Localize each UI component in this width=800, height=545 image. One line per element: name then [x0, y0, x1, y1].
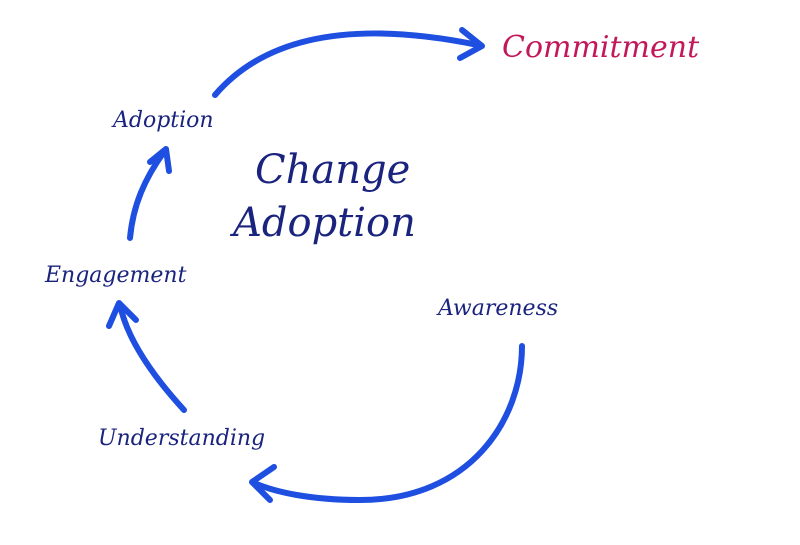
arrowhead — [106, 300, 139, 329]
stage-label-adoption: Adoption — [113, 108, 214, 133]
stage-label-awareness: Awareness — [438, 296, 559, 321]
diagram-title-line-2: Adoption — [233, 200, 416, 246]
arrow-shaft — [127, 149, 167, 241]
arrow-awareness-to-understanding — [249, 343, 525, 503]
arrowhead — [457, 27, 485, 61]
arrowhead — [147, 146, 172, 174]
arrowhead — [249, 464, 277, 503]
arrow-shaft — [117, 302, 187, 413]
arrow-shaft — [251, 343, 525, 503]
arrow-engagement-to-adoption — [127, 146, 172, 241]
stage-label-engagement: Engagement — [45, 263, 187, 288]
arrow-understanding-to-engagement — [106, 300, 187, 413]
stage-label-understanding: Understanding — [98, 426, 266, 451]
diagram-title-line-1: Change — [255, 147, 411, 193]
stage-label-commitment: Commitment — [502, 30, 700, 65]
arrow-adoption-to-commitment — [212, 27, 485, 98]
arrow-shaft — [212, 30, 481, 98]
